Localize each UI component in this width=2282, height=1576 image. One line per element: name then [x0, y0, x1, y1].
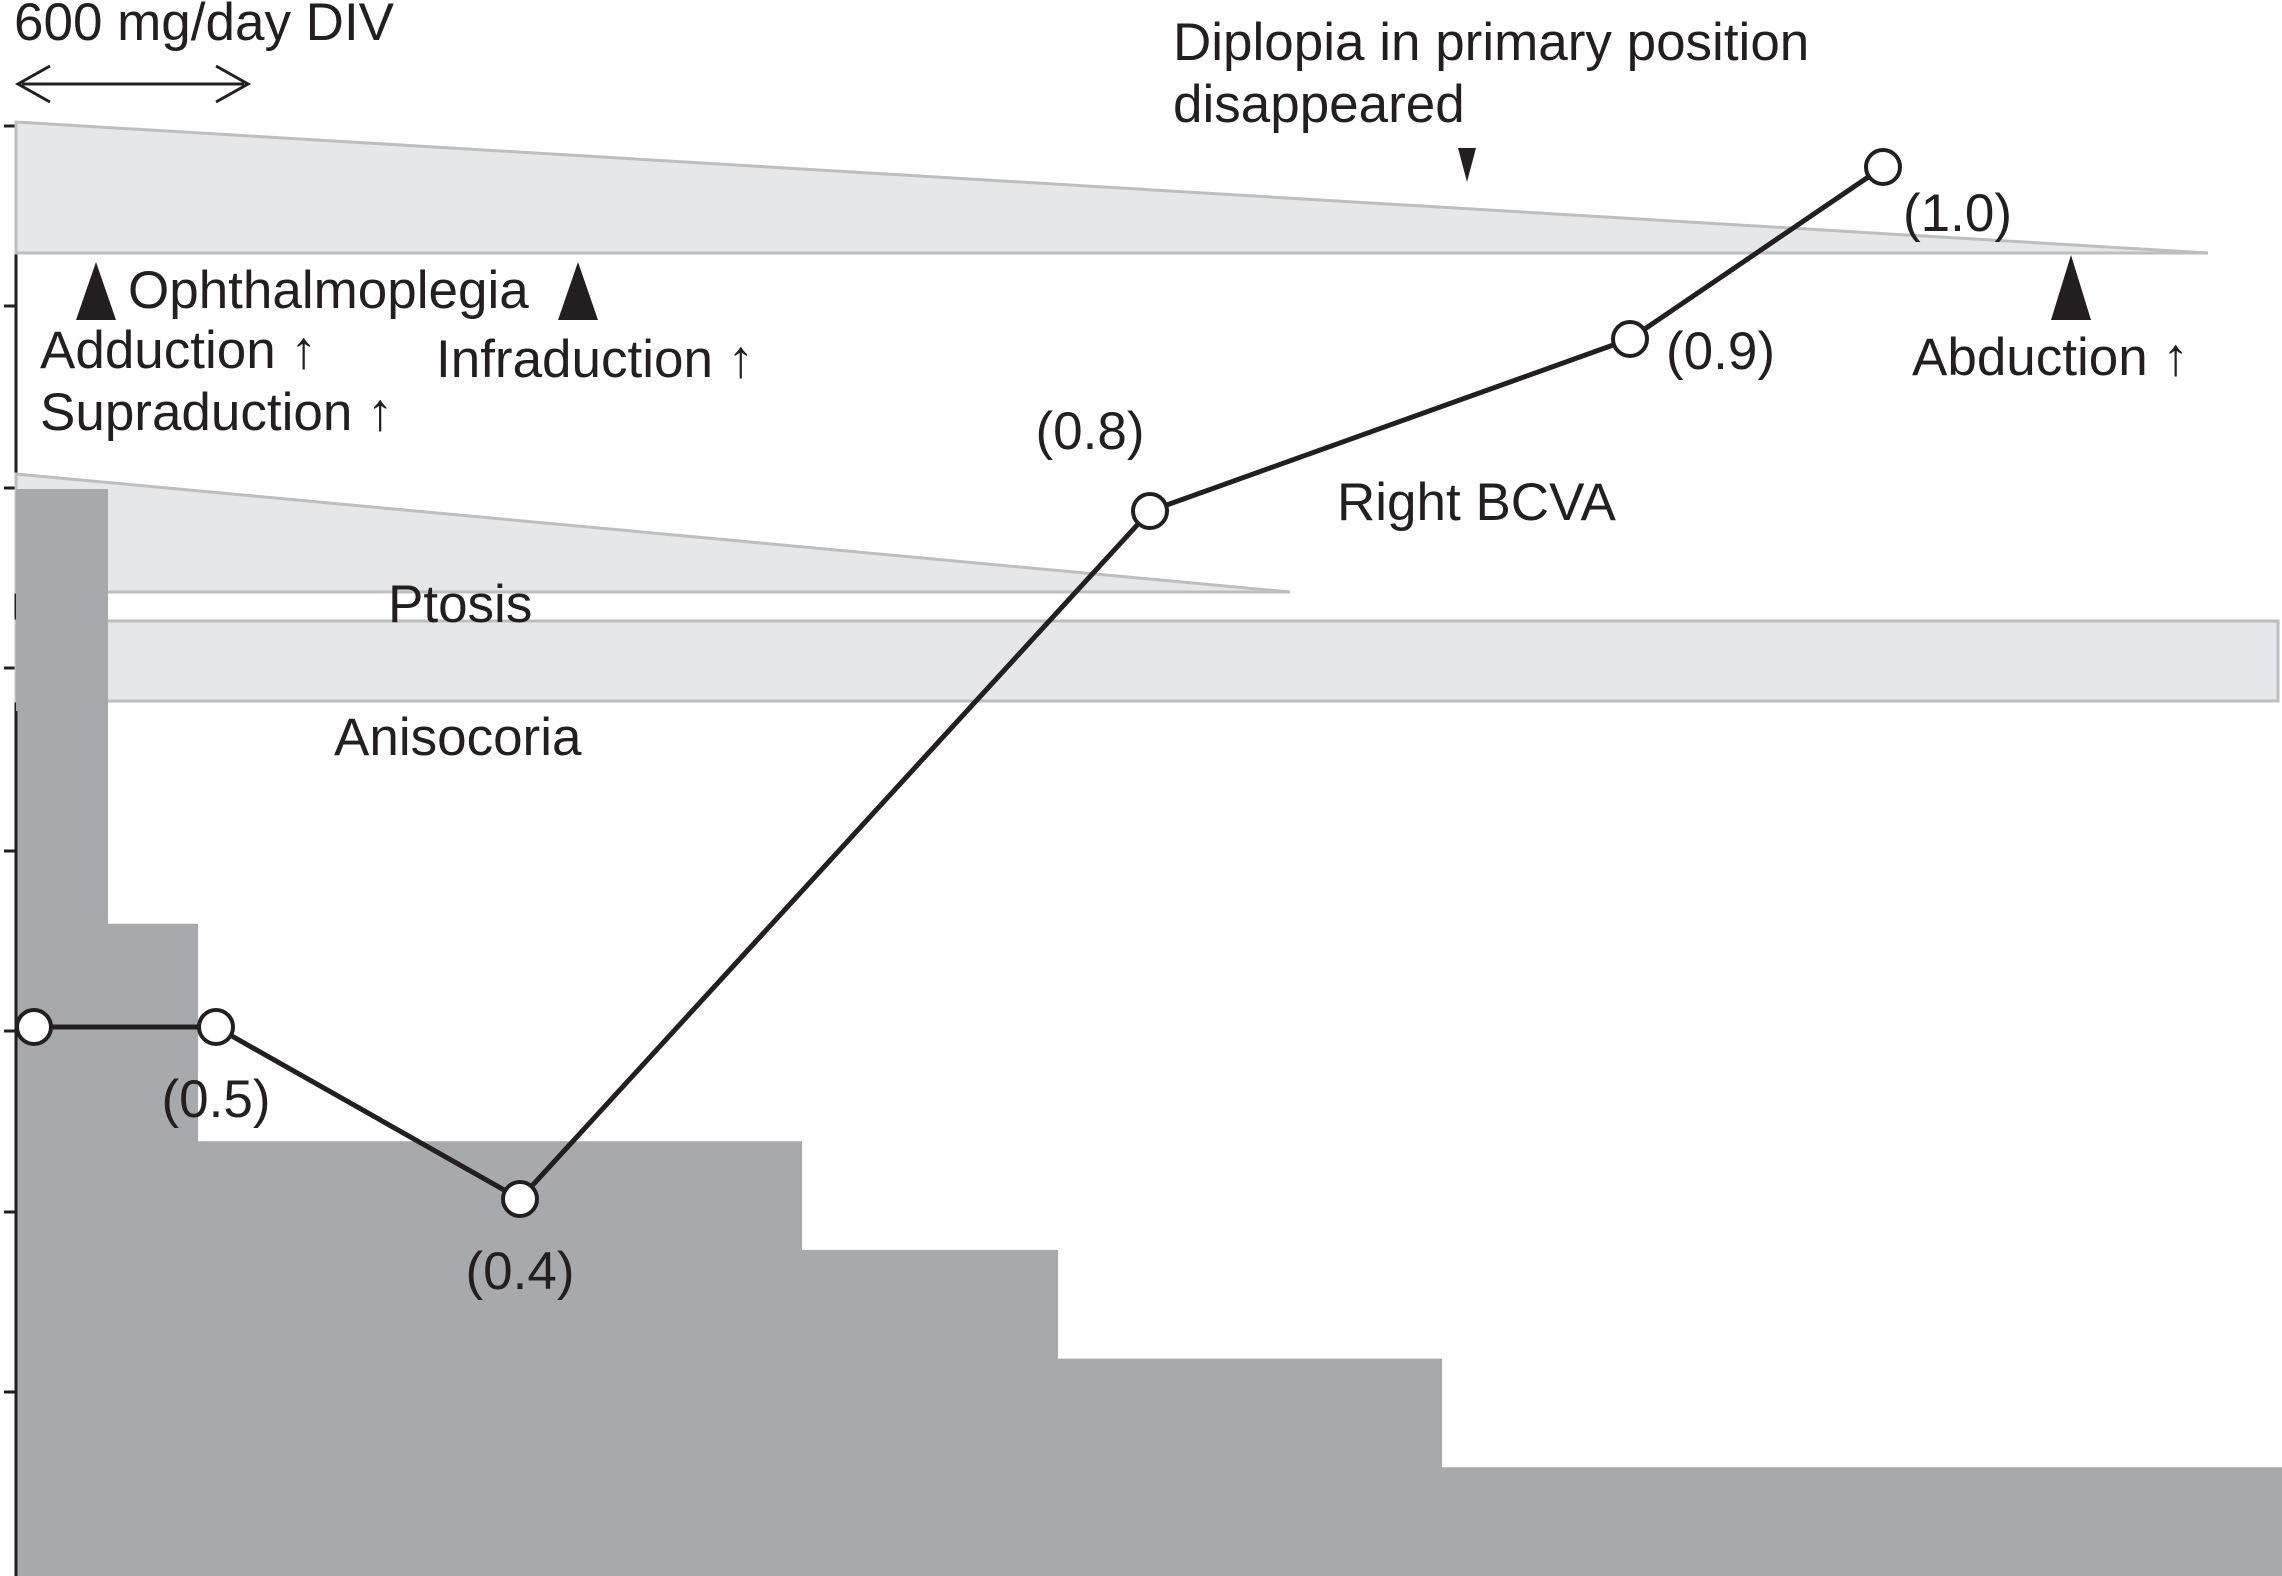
steroid-dose-area: [16, 489, 2282, 1576]
marker-diplopia-label-line1: Diplopia in primary position: [1173, 13, 1809, 72]
y-axis: [4, 122, 18, 1576]
event-markers: [76, 148, 2091, 320]
bcva-point: [15, 1008, 53, 1046]
bcva-point-label: (0.4): [466, 1242, 575, 1301]
ophthalmoplegia-label: Ophthalmoplegia: [128, 261, 529, 320]
dose-duration: 600 mg/day DIV: [14, 0, 395, 104]
ptosis-band: [14, 472, 1291, 594]
anisocoria-band: [14, 619, 2280, 703]
marker-diplopia-label-line2: disappeared: [1173, 75, 1465, 134]
bcva-point-label: (1.0): [1903, 184, 2012, 243]
bcva-point: [501, 1180, 539, 1218]
anisocoria-label: Anisocoria: [334, 708, 582, 767]
marker-adduction-triangle: [76, 262, 116, 320]
bcva-line: [34, 164, 1885, 1203]
bcva-series: (0.5) (0.4) (0.8) (0.9) (1.0): [15, 148, 2012, 1301]
marker-diplopia-triangle: [1458, 148, 1476, 182]
bcva-point-label: (0.5): [162, 1070, 271, 1129]
bcva-point: [1131, 492, 1169, 530]
marker-adduction-label: Adduction ↑: [40, 321, 317, 380]
ophthalmoplegia-band: [14, 120, 2209, 255]
bcva-point-label: (0.9): [1666, 322, 1775, 381]
steroid-dose-initial-column: [16, 489, 108, 711]
dose-label: 600 mg/day DIV: [14, 0, 395, 52]
ptosis-label: Ptosis: [388, 575, 532, 634]
bcva-point-label: (0.8): [1036, 402, 1145, 461]
marker-abduction-label: Abduction ↑: [1912, 328, 2189, 387]
marker-supraduction-label: Supraduction ↑: [40, 383, 394, 442]
series-name-label: Right BCVA: [1337, 473, 1616, 532]
bcva-point: [197, 1008, 235, 1046]
marker-infraduction-label: Infraduction ↑: [436, 330, 754, 389]
bcva-point: [1864, 148, 1902, 186]
marker-abduction-triangle: [2051, 255, 2091, 320]
dose-arrow-right-head: [215, 64, 252, 104]
dose-arrow-left-head: [14, 64, 51, 104]
steroid-dose-steps: [16, 489, 2282, 1576]
marker-infraduction-triangle: [558, 262, 598, 320]
bcva-point: [1611, 320, 1649, 358]
